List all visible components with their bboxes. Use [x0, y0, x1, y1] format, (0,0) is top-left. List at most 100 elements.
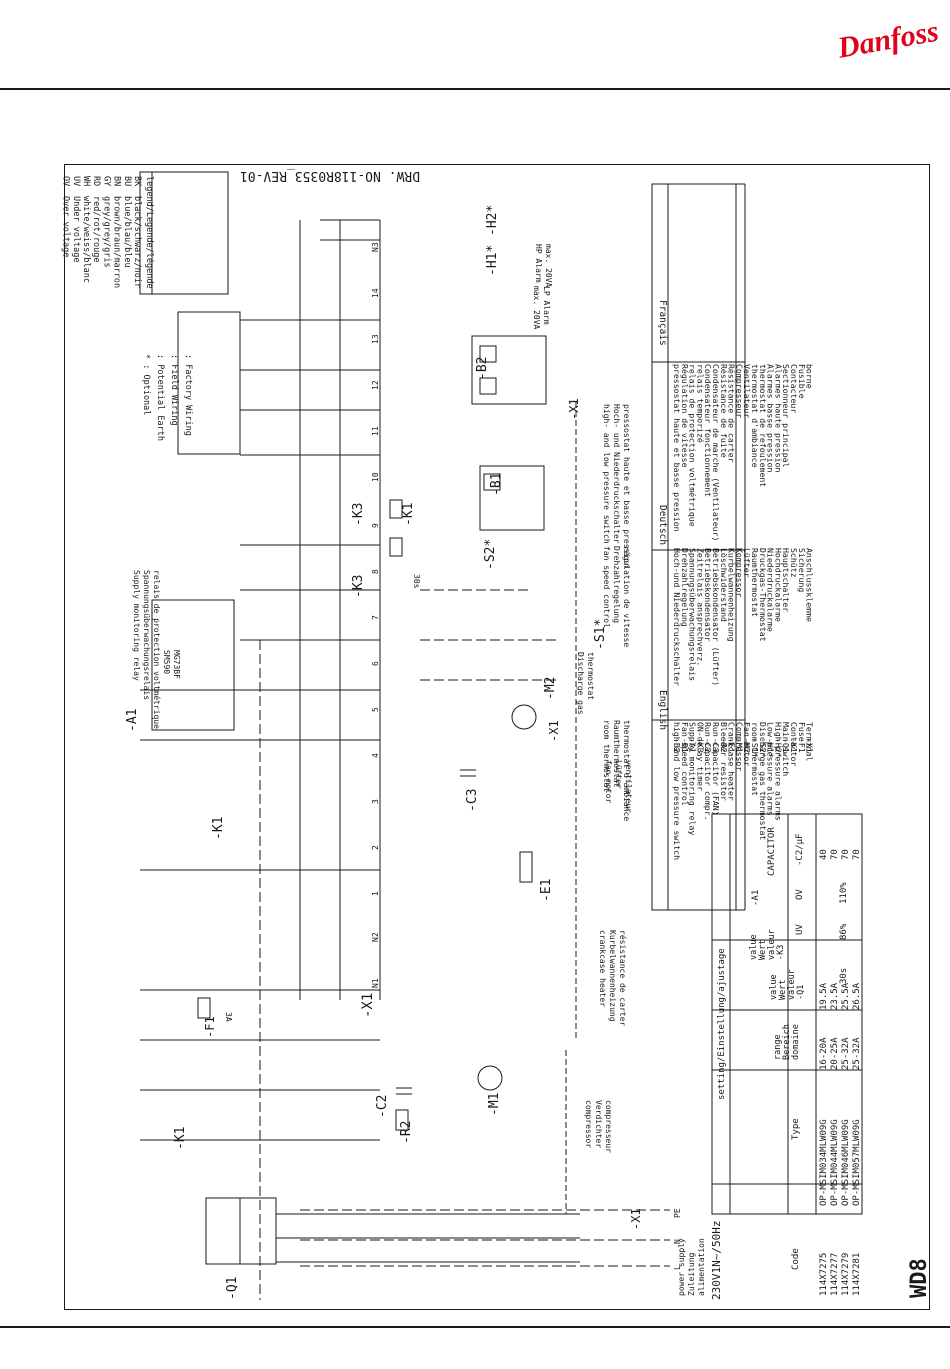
terminal-2: 2 — [371, 845, 380, 850]
label-hlp-de: Hoch- und Niederdruckschalter — [612, 404, 621, 544]
legend-code-wh: WH — [81, 176, 91, 186]
label-k1c: -K1 — [401, 503, 416, 526]
settings-row-type: OP-MSIM044MLW09G — [830, 1119, 840, 1206]
label-room-fr: thermostat d'ambiance — [622, 720, 631, 821]
settings-row-q1: 25.5A — [841, 982, 851, 1010]
label-fsc-de: Drehzahlregelung — [612, 546, 621, 623]
label-q1: -Q1 — [225, 1277, 240, 1300]
label-compressor-en: compressor — [584, 1100, 593, 1148]
components-cell: -S1* — [750, 738, 760, 758]
components-cell: thermostat d'ambiance — [750, 364, 760, 468]
terminal-3: 3 — [371, 799, 380, 804]
settings-row-type: OP-MSIM034MLW09G — [819, 1119, 829, 1206]
legend-text-ov: Over voltage — [61, 196, 71, 257]
legend-code-bn: BN — [112, 176, 122, 186]
components-cell: -C3 — [711, 738, 721, 753]
settings-row-c2: 40 — [819, 849, 829, 860]
power-supply-label-en: power supply — [677, 1238, 686, 1296]
components-cell: Condensateur fonctionnement — [703, 364, 713, 497]
label-disch-2: thermostat — [586, 652, 595, 700]
components-cell: relais temporizé — [695, 364, 705, 443]
terminal-6: 6 — [371, 661, 380, 666]
components-cell: -M1 — [734, 738, 744, 753]
settings-col-value-k3: value — [749, 934, 759, 960]
settings-row-c2: 70 — [830, 849, 840, 860]
settings-col-c2: -C2/µF — [795, 833, 805, 866]
settings-col-value-q1: valeur — [787, 969, 797, 1000]
power-terminal-n: N — [673, 1239, 682, 1244]
components-cell: Main switch — [781, 722, 791, 776]
label-x1: -X1 — [360, 993, 376, 1018]
components-cell: Condensateur de marche (Ventilateur) — [711, 364, 721, 541]
settings-col-a1: -A1 — [751, 890, 761, 906]
components-header: Français — [657, 300, 668, 346]
k3-coil — [389, 537, 403, 557]
components-cell: -H1* — [766, 738, 776, 758]
legend-code-bu: BU — [122, 176, 132, 186]
components-cell: -A1 — [688, 738, 698, 753]
wiring-legend-item: : Field Wiring — [169, 354, 179, 426]
components-cell: Schütz — [789, 548, 799, 578]
settings-row-q1: 19.5A — [819, 982, 829, 1010]
terminal-7: 7 — [371, 615, 380, 620]
components-cell: -B2 — [672, 738, 682, 753]
components-cell: -E1 — [727, 738, 737, 753]
settings-row-q1: 23.5A — [830, 982, 840, 1010]
wiring-legend: : Factory Wiring: Field Wiring: Potentia… — [141, 354, 193, 441]
components-cell: Sicherung — [797, 548, 807, 592]
settings-row-range: 20-25A — [830, 1037, 840, 1070]
settings-col-value-q1: Wert — [778, 980, 788, 1000]
terminal-5: 5 — [371, 707, 380, 712]
wiring-legend-item: * : Optional — [141, 354, 151, 415]
power-terminal-l: L — [673, 1265, 682, 1270]
components-cell: -S2* — [758, 738, 768, 758]
components-cell: thermostat de refoulement — [758, 364, 768, 487]
label-fsc-en: fan speed control — [602, 546, 611, 628]
legend-code-uv: UV — [71, 176, 81, 186]
components-cell: Spannungsüberwachungsrelais — [688, 548, 698, 681]
label-c3: -C3 — [465, 789, 480, 812]
components-cell: Contacteur — [789, 364, 799, 413]
label-fsc-fr: régulation de vitesse — [622, 546, 632, 647]
settings-row-type: OP-MSIM046MLW09G — [841, 1119, 851, 1206]
label-a1-model-1: SM590 — [162, 650, 171, 674]
settings-col-uv: UV — [795, 924, 805, 935]
q1-switch-box — [205, 1197, 277, 1265]
label-crankcase-fr: résistance de carter — [618, 930, 628, 1027]
settings-row-range: 25-32A — [841, 1037, 851, 1070]
settings-uv-value: 86% — [839, 923, 849, 940]
label-k1: -K1 — [173, 1127, 188, 1150]
components-cell: high and low pressure switch — [672, 722, 682, 860]
label-a1: -A1 — [125, 709, 140, 732]
label-b2: -B2 — [475, 357, 490, 380]
legend-code-rd: RD — [91, 176, 101, 186]
label-s2: -S2* — [483, 539, 498, 570]
terminal-4: 4 — [371, 753, 380, 758]
label-f1-rating: 3A — [224, 1012, 233, 1022]
components-cell: ON-delay timer — [695, 722, 705, 791]
label-x1-fan: -X1 — [547, 720, 561, 742]
terminal-12: 12 — [371, 380, 380, 390]
settings-col-value-q1: value — [769, 974, 779, 1000]
settings-row-code: 114X7275 — [819, 1253, 829, 1296]
label-h2: -H2* — [485, 205, 500, 236]
components-cell: Alarmes haute pression — [773, 364, 783, 473]
color-legend-box — [139, 171, 229, 295]
components-header: English — [657, 690, 668, 730]
label-c2: -C2 — [375, 1095, 390, 1118]
components-cell: -F1 — [797, 738, 807, 753]
settings-row-type: OP-MSIM057MLW09G — [852, 1119, 862, 1206]
components-cell: Résistance de fuite — [719, 364, 729, 458]
components-cell: Anschlussklemme — [805, 548, 815, 622]
legend-text-gy: grey/grey/gris — [101, 196, 111, 268]
components-cell: Kompressor — [734, 548, 744, 597]
settings-table-frame — [711, 813, 863, 1215]
compressor-m1 — [477, 1065, 503, 1091]
settings-ov-value: 110% — [839, 882, 849, 904]
settings-title: setting/Einstellung/ajustage — [717, 948, 727, 1100]
components-cell: -R2 — [719, 738, 729, 753]
components-cell: Contactor — [789, 722, 799, 766]
k1-coil — [389, 499, 403, 519]
terminal-10: 10 — [371, 472, 380, 482]
label-hp-alarm: HP Alarm — [534, 244, 543, 283]
